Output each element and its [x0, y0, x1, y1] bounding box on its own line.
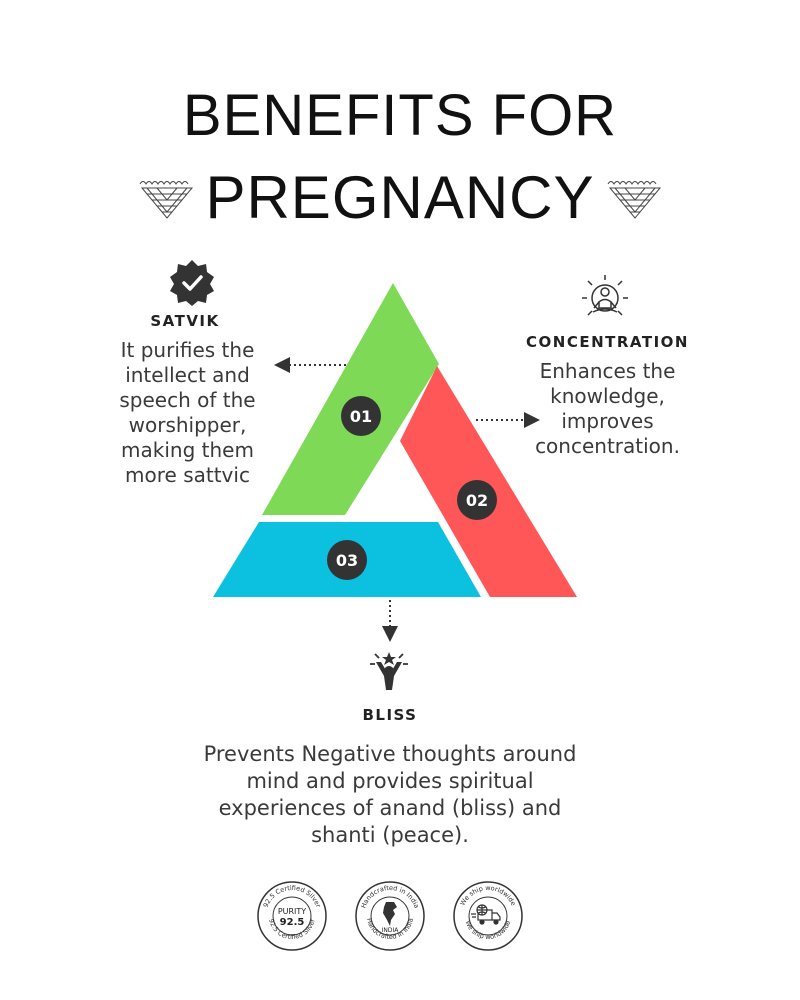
segment-03-number: 03	[336, 551, 358, 570]
bliss-heading: BLISS	[362, 706, 418, 724]
badge-03: 03	[327, 540, 367, 580]
segment-01-number: 01	[350, 407, 372, 426]
segment-02	[400, 366, 577, 597]
satvik-heading: SATVIK	[150, 312, 220, 330]
badge-02: 02	[457, 480, 497, 520]
concentration-heading: CONCENTRATION	[526, 333, 689, 351]
india-map-icon	[383, 902, 397, 926]
india-seal-label: INDIA	[382, 927, 400, 934]
ornament-left-icon	[139, 181, 194, 219]
title-line-2: PREGNANCY	[205, 164, 595, 231]
ornament-right-icon	[607, 181, 662, 219]
segment-02-number: 02	[466, 491, 488, 510]
satvik-description: It purifies the intellect and speech of …	[119, 338, 256, 487]
delivery-truck-icon	[471, 904, 501, 925]
india-seal: Handcrafted in India Handcrafted in Indi…	[354, 880, 426, 952]
purity-seal-value: 92.5	[280, 917, 305, 928]
shipping-seal: We ship worldwide We ship worldwide	[452, 880, 524, 952]
purity-seal-label: PURITY	[278, 907, 306, 916]
title-line-1: BENEFITS FOR	[182, 83, 618, 148]
purity-seal: 92.5 Certified Silver 92.5 Certified Sil…	[256, 880, 328, 952]
verified-check-icon	[170, 260, 214, 306]
badge-01: 01	[341, 396, 381, 436]
bliss-person-icon	[370, 652, 408, 690]
concentration-description: Enhances the knowledge, improves concent…	[535, 359, 680, 458]
meditation-icon	[582, 275, 628, 316]
bliss-description: Prevents Negative thoughts around mind a…	[203, 742, 577, 847]
